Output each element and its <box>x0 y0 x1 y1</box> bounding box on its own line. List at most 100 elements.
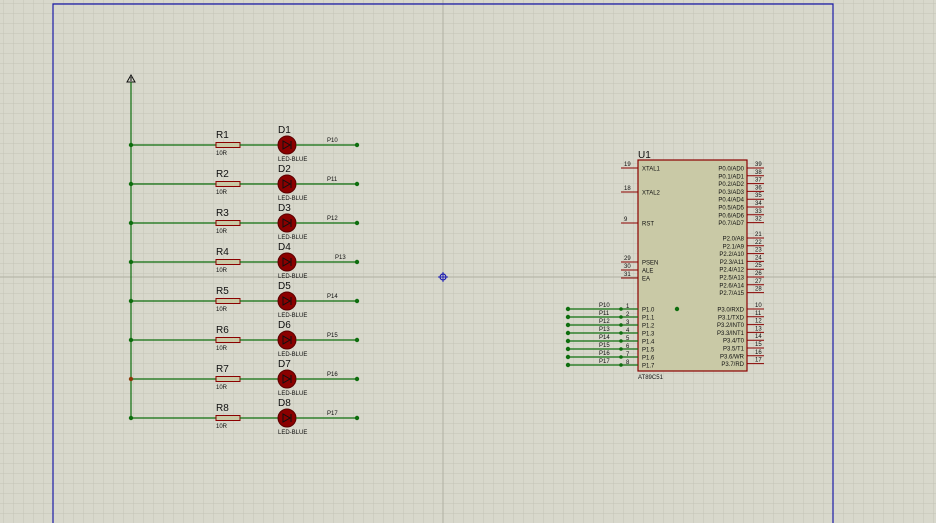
pin-number: 33 <box>755 209 762 215</box>
ic-u1[interactable]: U1 AT89C51 19XTAL118XTAL29RST29PSEN30ALE… <box>565 150 764 381</box>
resistor-symbol[interactable] <box>215 181 241 187</box>
net-terminal[interactable] <box>565 322 571 328</box>
net-terminal[interactable] <box>354 259 360 265</box>
net-terminal[interactable] <box>354 415 360 421</box>
resistor-value: 10R <box>216 229 228 235</box>
net-terminal[interactable] <box>354 142 360 148</box>
led-symbol[interactable] <box>277 408 297 428</box>
net-terminal[interactable] <box>565 330 571 336</box>
led-diode-icon <box>282 218 292 228</box>
led-type: LED-BLUE <box>278 157 307 163</box>
net-terminal[interactable] <box>565 338 571 344</box>
led-diode-icon <box>282 179 292 189</box>
net-terminal[interactable] <box>565 362 571 368</box>
net-terminal[interactable] <box>565 346 571 352</box>
led-rows: R110RD1LED-BLUEP10R210RD2LED-BLUEP11R310… <box>128 125 360 436</box>
junction-dot <box>674 306 680 312</box>
led-symbol[interactable] <box>277 213 297 233</box>
led-symbol[interactable] <box>277 135 297 155</box>
net-terminal[interactable] <box>354 181 360 187</box>
pin-number: 22 <box>755 240 762 246</box>
net-terminal[interactable] <box>354 298 360 304</box>
net-terminal[interactable] <box>565 354 571 360</box>
origin-marker[interactable] <box>438 272 448 282</box>
pin-name: P1.6 <box>642 356 655 362</box>
led-symbol[interactable] <box>277 330 297 350</box>
pin-name: P1.5 <box>642 348 655 354</box>
pin-name: XTAL2 <box>642 191 661 197</box>
resistor-symbol[interactable] <box>215 259 241 265</box>
net-terminal[interactable] <box>354 337 360 343</box>
power-terminal[interactable] <box>126 73 136 418</box>
resistor-symbol[interactable] <box>215 142 241 148</box>
resistor-value: 10R <box>216 190 228 196</box>
net-terminal[interactable] <box>354 220 360 226</box>
ic-reference: U1 <box>638 150 651 161</box>
led-type: LED-BLUE <box>278 391 307 397</box>
net-terminal[interactable] <box>354 376 360 382</box>
pin-number: 1 <box>626 304 630 310</box>
pin-name: P2.3/A11 <box>720 260 745 266</box>
led-symbol[interactable] <box>277 291 297 311</box>
resistor-symbol[interactable] <box>215 337 241 343</box>
net-terminal[interactable] <box>565 314 571 320</box>
led-symbol[interactable] <box>277 174 297 194</box>
led-label: D2 <box>278 164 291 175</box>
led-symbol[interactable] <box>277 369 297 389</box>
pin-name: P1.2 <box>642 324 655 330</box>
pin-number: 16 <box>755 350 762 356</box>
net-terminal[interactable] <box>565 306 571 312</box>
ic-body[interactable] <box>637 159 748 372</box>
net-label: P14 <box>327 294 338 300</box>
resistor-symbol[interactable] <box>215 376 241 382</box>
resistor-symbol[interactable] <box>215 220 241 226</box>
led-label: D3 <box>278 203 291 214</box>
resistor-symbol[interactable] <box>215 415 241 421</box>
led-symbol[interactable] <box>277 252 297 272</box>
pin-name: P3.5/T1 <box>723 347 745 353</box>
pin-number: 18 <box>624 186 631 192</box>
resistor-label: R3 <box>216 208 229 219</box>
resistor-symbol[interactable] <box>215 298 241 304</box>
